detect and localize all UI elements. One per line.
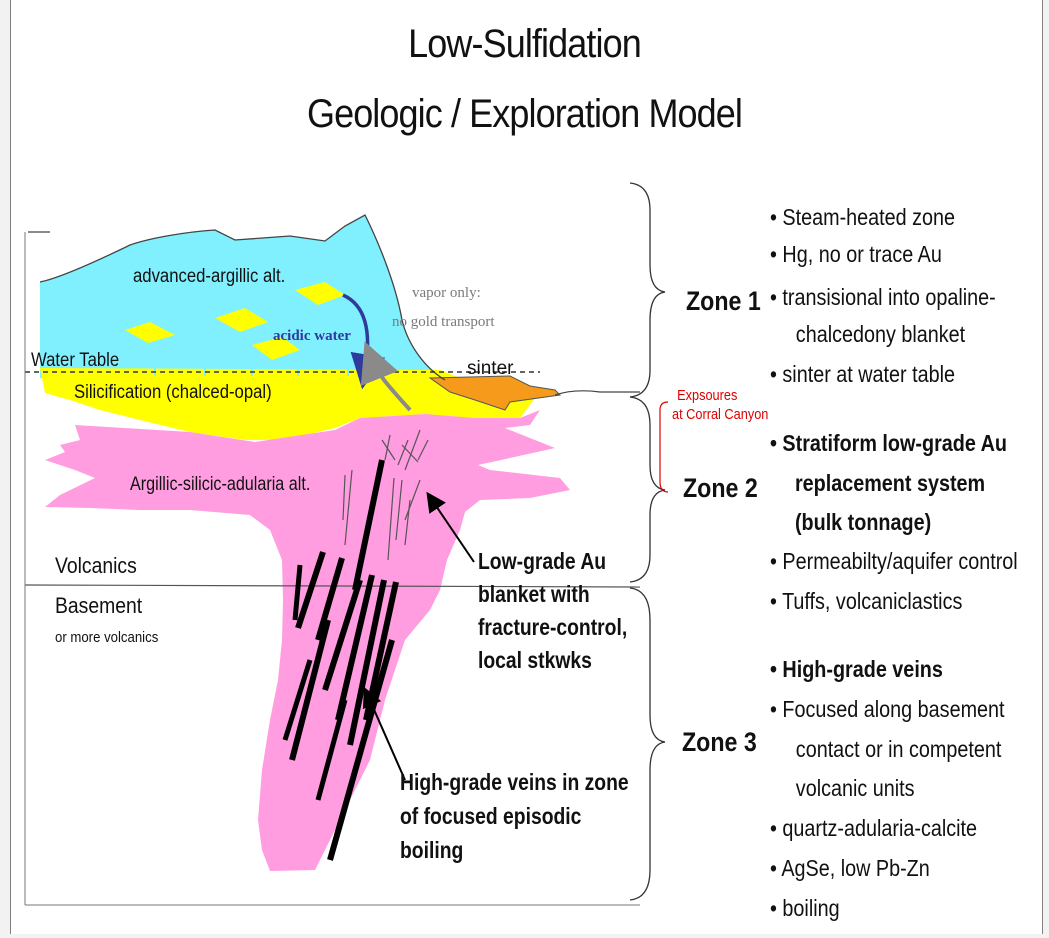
zone-2-bullet: • Stratiform low-grade Au [770,430,1007,457]
highgrade-callout: High-grade veins in zone of focused epis… [400,765,629,867]
zone-3-bullet: contact or in competent [796,736,1002,763]
zone-3-bullet: • Focused along basement [770,696,1005,723]
lowgrade-line-3: fracture-control, [478,611,627,644]
sinter-label: sinter [467,358,514,379]
zone-3-bullet: volcanic units [796,775,915,802]
zone-1-bullet: chalcedony blanket [796,321,965,348]
zone-3-bullet: • High-grade veins [770,656,943,683]
zone-1-bullet: • Hg, no or trace Au [770,241,942,268]
zone-2-bullet: • Tuffs, volcaniclastics [770,588,962,615]
highgrade-line-3: boiling [400,833,629,867]
zone-3-bullet: • AgSe, low Pb-Zn [770,855,930,882]
zone-2-bullet: (bulk tonnage) [795,509,931,536]
zone-2-bullet: replacement system [795,470,985,497]
exposures-note: Expsoures at Corral Canyon [672,386,768,424]
lowgrade-line-2: blanket with [478,578,627,611]
water-table-label: Water Table [31,349,119,370]
exposure-bracket [660,402,668,492]
argillic-silicic-label: Argillic-silicic-adularia alt. [130,473,310,495]
zone-1-bullet: • Steam-heated zone [770,204,955,231]
zone-2-label: Zone 2 [683,473,758,504]
advanced-argillic-label: advanced-argillic alt. [133,265,285,286]
exposures-line-2: at Corral Canyon [672,405,768,424]
zone-1-brace [630,183,665,397]
lowgrade-line-4: local stkwks [478,644,627,677]
basement-label: Basement [55,594,142,618]
zone-1-bullet: • sinter at water table [770,361,955,388]
vapor-label-1: vapor only: [412,285,481,301]
volcanics-label: Volcanics [55,554,137,578]
zone-3-label: Zone 3 [682,727,757,758]
highgrade-line-2: of focused episodic [400,799,629,833]
zone-3-bullet: • quartz-adularia-calcite [770,815,977,842]
exposures-line-1: Expsoures [672,386,768,405]
zone-2-bullet: • Permeabilty/aquifer control [770,548,1018,575]
zone-1-label: Zone 1 [686,286,761,317]
zone-3-bullet: • boiling [770,895,840,922]
acidic-water-label: acidic water [273,328,351,344]
lowgrade-line-1: Low-grade Au [478,545,627,578]
vapor-label-2: no gold transport [392,314,495,330]
ground-surface-right [555,391,640,395]
zone-1-bullet: • transisional into opaline- [770,284,996,311]
highgrade-line-1: High-grade veins in zone [400,765,629,799]
silicification-label: Silicification (chalced-opal) [74,381,272,402]
lowgrade-callout: Low-grade Au blanket with fracture-contr… [478,545,627,677]
basement-sub-label: or more volcanics [55,628,158,645]
zone-3-brace [630,588,665,900]
